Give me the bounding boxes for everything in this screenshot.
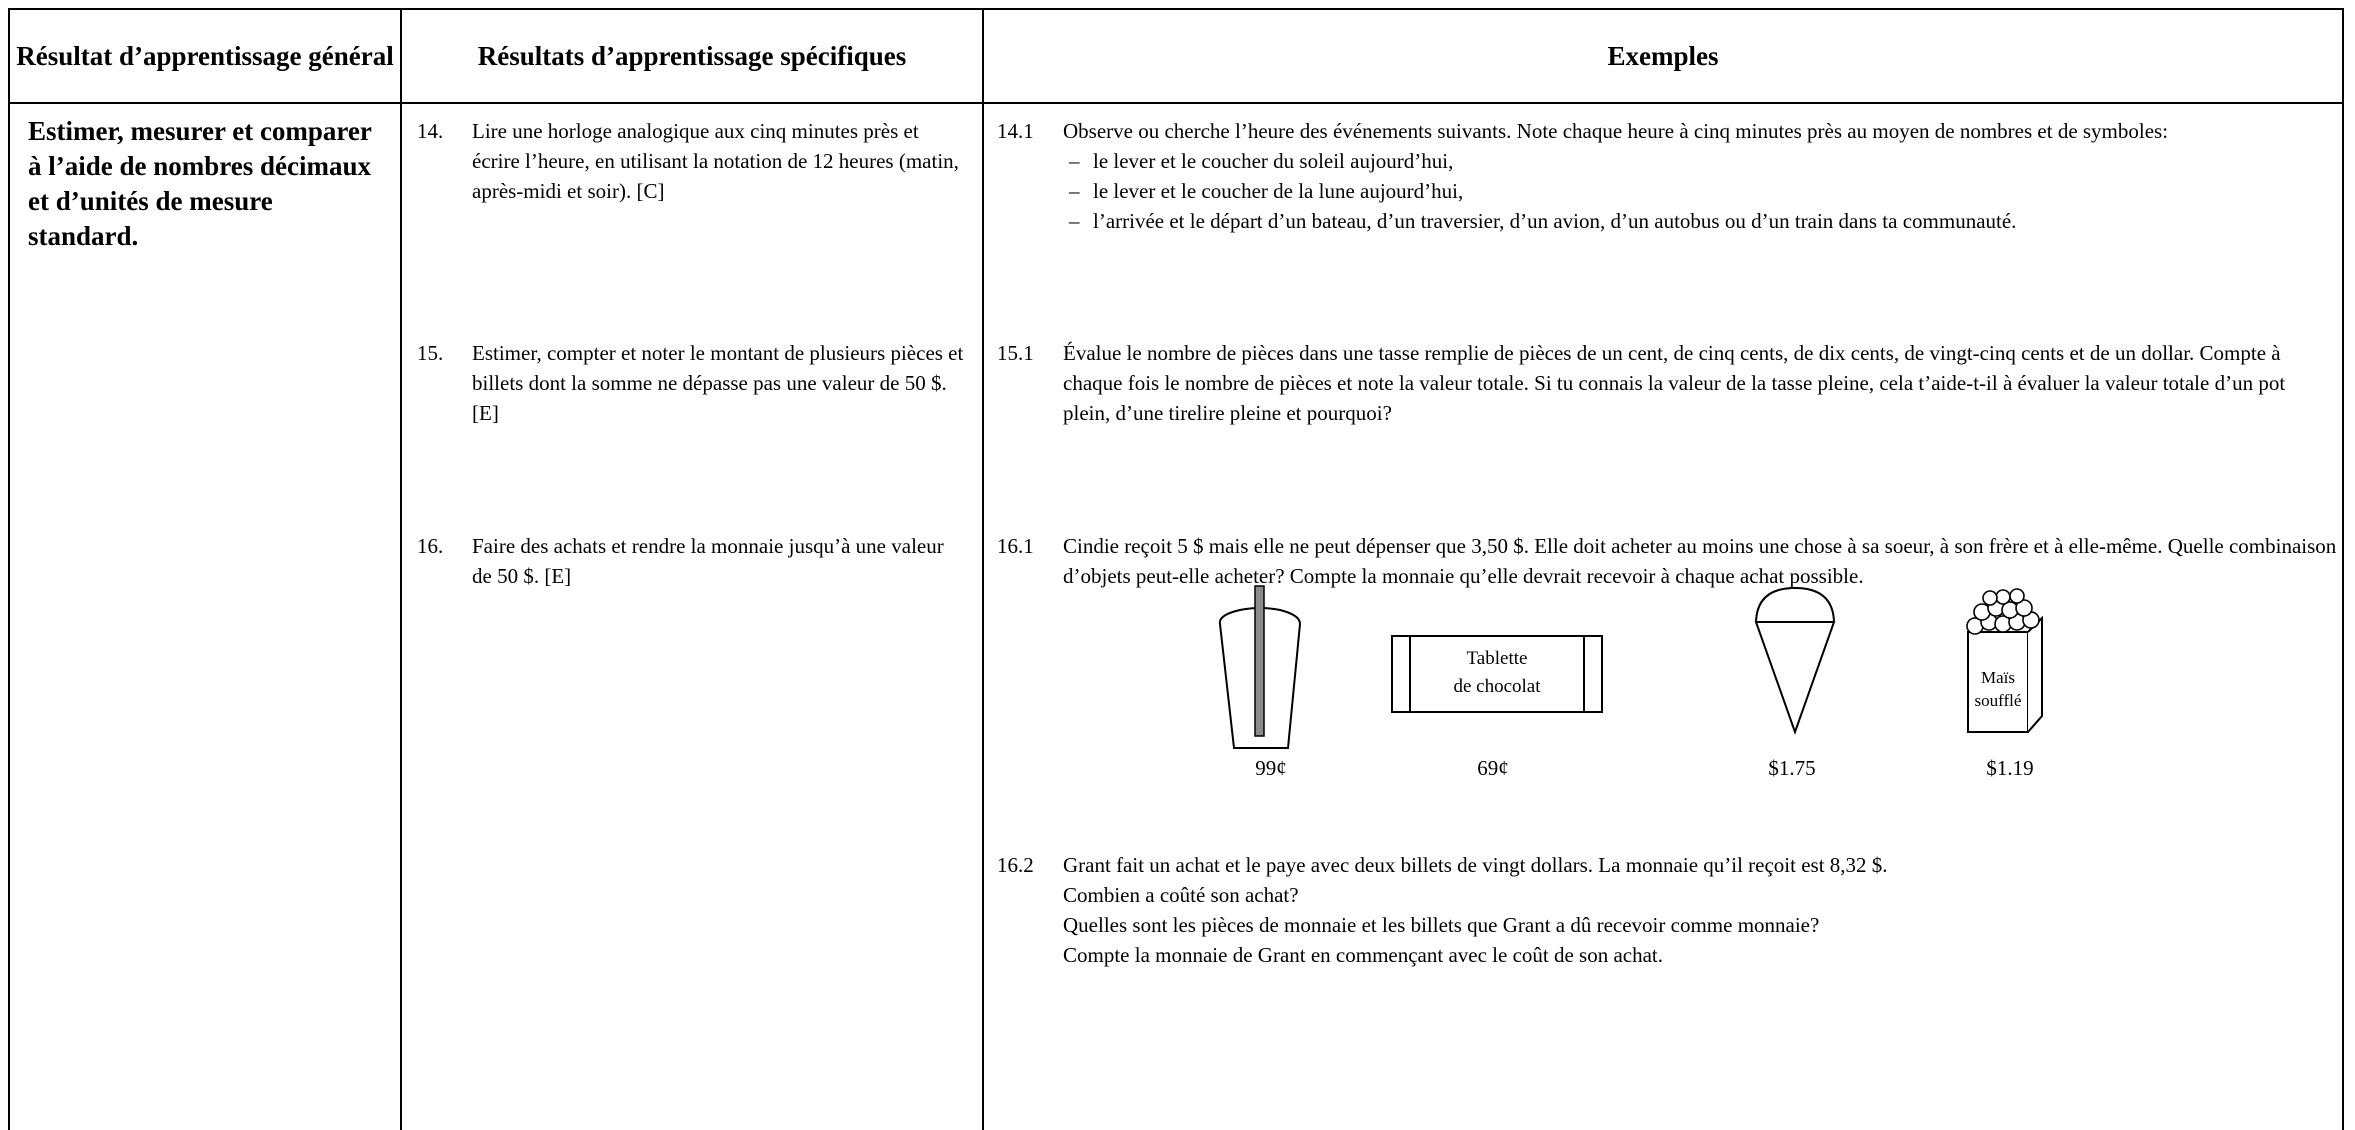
example-number: 16.1 — [997, 534, 1034, 558]
column-divider-1 — [400, 8, 402, 1130]
general-outcome: Estimer, mesurer et comparer à l’aide de… — [28, 116, 372, 251]
header-general-outcome: Résultat d’apprentissage général — [16, 41, 394, 71]
popcorn-label: Maïs — [1981, 668, 2015, 687]
example-line: Quelles sont les pièces de monnaie et le… — [1063, 913, 1820, 937]
specific-outcome-14: 14. Lire une horloge analogique aux cinq… — [417, 116, 967, 206]
column-divider-2 — [982, 8, 984, 1130]
example-line: Combien a coûté son achat? — [1063, 883, 1299, 907]
chocolate-bar-icon: Tablette de chocolat — [1391, 635, 1603, 713]
list-item: –le lever et le coucher de la lune aujou… — [1069, 179, 1464, 203]
price-label: 69¢ — [1477, 756, 1509, 780]
chocolate-bar-label: Tablette — [1467, 648, 1528, 669]
price-label: 99¢ — [1255, 756, 1287, 780]
drink-cup-icon — [1218, 585, 1302, 749]
example-text: Évalue le nombre de pièces dans une tass… — [1063, 341, 2286, 425]
example-number: 14.1 — [997, 119, 1034, 143]
specific-outcome-16: 16. Faire des achats et rendre la monnai… — [417, 531, 967, 591]
price-label: $1.19 — [1986, 756, 2034, 780]
outcome-number: 15. — [417, 341, 444, 365]
outcome-number: 16. — [417, 534, 444, 558]
outcome-text: Lire une horloge analogique aux cinq min… — [472, 119, 959, 203]
example-16-1: 16.1 Cindie reçoit 5 $ mais elle ne peut… — [997, 531, 2337, 591]
ice-cream-cone-icon — [1754, 586, 1836, 735]
specific-outcome-15: 15. Estimer, compter et noter le montant… — [417, 338, 967, 428]
outcome-text: Estimer, compter et noter le montant de … — [472, 341, 964, 425]
example-line: Grant fait un achat et le paye avec deux… — [1063, 853, 1888, 877]
header-examples: Exemples — [1607, 41, 1719, 71]
popcorn-box-icon: Maïs soufflé — [1966, 588, 2043, 733]
header-specific-outcomes: Résultats d’apprentissage spécifiques — [477, 41, 907, 71]
example-15-1: 15.1 Évalue le nombre de pièces dans une… — [997, 338, 2337, 428]
outcome-number: 14. — [417, 119, 444, 143]
list-item: –l’arrivée et le départ d’un bateau, d’u… — [1069, 209, 2017, 233]
example-14-1: 14.1 Observe ou cherche l’heure des évén… — [997, 116, 2337, 236]
example-number: 15.1 — [997, 341, 1034, 365]
example-text: Observe ou cherche l’heure des événement… — [1063, 119, 2169, 143]
outcome-text: Faire des achats et rendre la monnaie ju… — [472, 534, 944, 588]
example-line: Compte la monnaie de Grant en commençant… — [1063, 943, 1664, 967]
example-16-2: 16.2 Grant fait un achat et le paye avec… — [997, 850, 2337, 970]
price-label: $1.75 — [1768, 756, 1816, 780]
list-item: –le lever et le coucher du soleil aujour… — [1069, 149, 1454, 173]
chocolate-bar-label: de chocolat — [1453, 676, 1541, 697]
example-text: Cindie reçoit 5 $ mais elle ne peut dépe… — [1063, 534, 2337, 588]
items-illustration: Tablette de chocolat Maïs soufflé — [1218, 585, 2043, 749]
curriculum-table — [8, 8, 2344, 1130]
header-divider — [8, 102, 2344, 104]
popcorn-label: soufflé — [1975, 691, 2022, 710]
example-number: 16.2 — [997, 853, 1034, 877]
